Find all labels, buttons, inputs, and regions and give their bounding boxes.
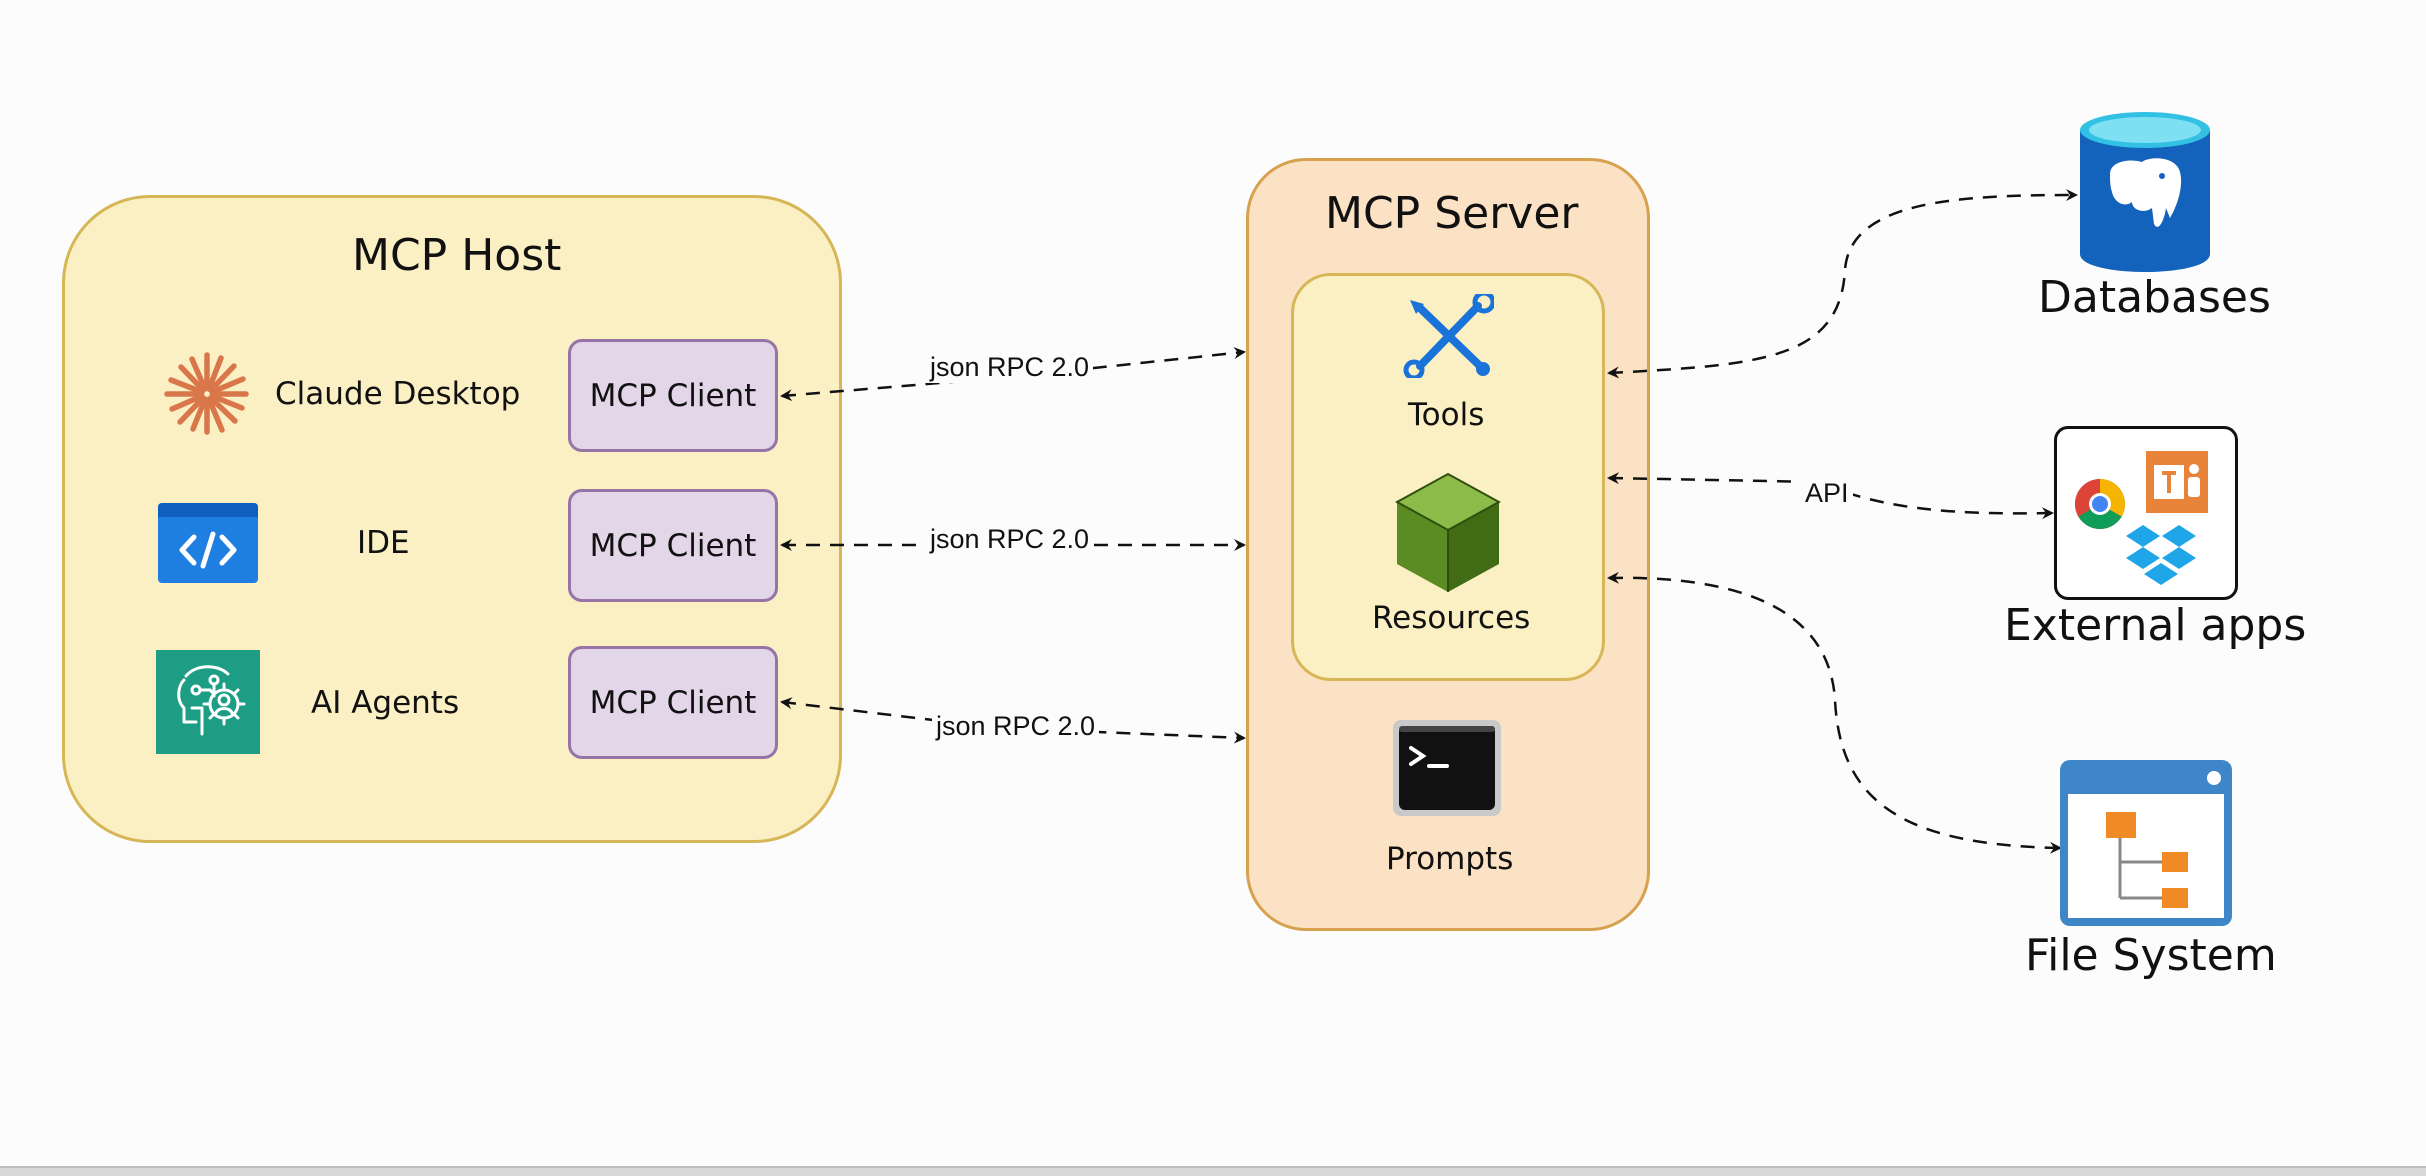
prompts-label: Prompts xyxy=(1386,841,1514,877)
rpc-label-3: json RPC 2.0 xyxy=(932,711,1100,742)
databases-edge xyxy=(1607,189,2078,379)
mcp-client-1[interactable]: MCP Client xyxy=(568,339,778,452)
chrome-icon xyxy=(2075,479,2125,529)
claude-sunburst-icon xyxy=(164,352,249,435)
api-label: API xyxy=(1801,478,1853,509)
file-system-icon xyxy=(2060,760,2232,926)
terminal-icon xyxy=(1393,720,1501,816)
tools-icon xyxy=(1403,294,1494,378)
ai-agent-icon xyxy=(156,650,260,754)
mcp-host-title: MCP Host xyxy=(352,230,562,281)
ide-label: IDE xyxy=(357,525,410,561)
ai-agents-label: AI Agents xyxy=(311,685,460,721)
resources-label: Resources xyxy=(1372,600,1531,636)
tools-label: Tools xyxy=(1408,397,1485,433)
bottom-border xyxy=(0,1166,2426,1176)
cube-icon xyxy=(1395,472,1501,592)
file-system-label: File System xyxy=(2025,930,2277,981)
dropbox-icon xyxy=(2126,525,2196,585)
rpc-label-2: json RPC 2.0 xyxy=(926,524,1094,555)
database-icon xyxy=(2080,112,2210,272)
mcp-client-2[interactable]: MCP Client xyxy=(568,489,778,602)
databases-label: Databases xyxy=(2038,272,2271,323)
mcp-client-3[interactable]: MCP Client xyxy=(568,646,778,759)
external-apps-label: External apps xyxy=(2004,600,2307,651)
claude-desktop-label: Claude Desktop xyxy=(275,376,521,412)
teams-icon xyxy=(2146,451,2208,513)
filesystem-edge xyxy=(1607,571,2062,854)
mcp-server-title: MCP Server xyxy=(1325,188,1579,239)
rpc-label-1: json RPC 2.0 xyxy=(926,352,1094,383)
code-brackets-icon xyxy=(158,503,258,583)
